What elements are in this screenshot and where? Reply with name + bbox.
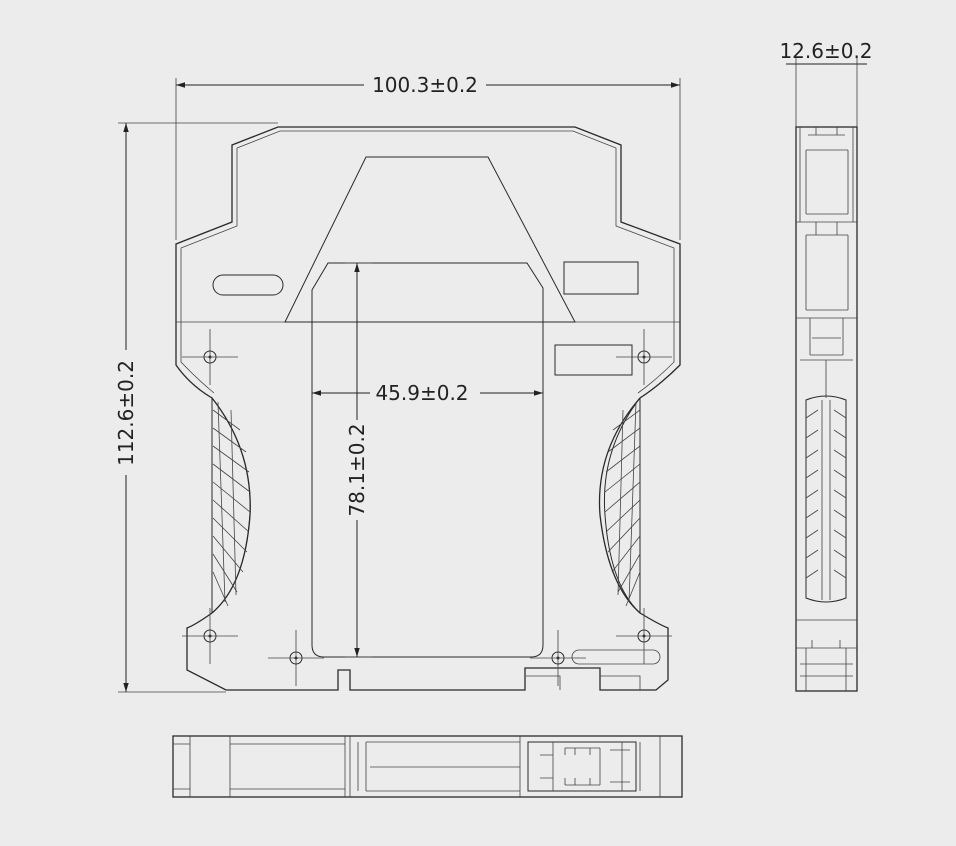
front-slot-left [212, 274, 284, 296]
overall-height-label: 112.6±0.2 [114, 360, 138, 466]
side-grip [805, 395, 847, 603]
front-label-rect-bottom [554, 344, 633, 376]
front-inner-outline [180, 130, 675, 394]
left-grip-hatch [211, 396, 251, 615]
bottom-clip [527, 741, 637, 792]
front-din-clip [526, 675, 641, 690]
dim-window-height: 78.1±0.2 [345, 262, 372, 658]
dim-side-thickness: 12.6±0.2 [779, 39, 873, 128]
bottom-view [172, 735, 683, 798]
window-height-label: 78.1±0.2 [345, 423, 369, 516]
side-connector [796, 317, 857, 398]
overall-width-label: 100.3±0.2 [372, 73, 478, 97]
bottom-clip-detail [357, 736, 661, 797]
front-trapezoid-cutout [284, 156, 576, 323]
side-grip-teeth [805, 400, 847, 600]
dim-window-width: 45.9±0.2 [312, 381, 543, 405]
front-bottom-slot [571, 649, 661, 665]
front-label-rect-top [563, 261, 639, 295]
side-outline [795, 126, 858, 692]
bottom-outline [172, 735, 683, 798]
dim-overall-width: 100.3±0.2 [175, 73, 681, 240]
side-thickness-label: 12.6±0.2 [779, 39, 872, 63]
front-inner-window [311, 262, 544, 658]
right-grip-hatch [603, 396, 641, 615]
dim-overall-height: 112.6±0.2 [114, 122, 278, 693]
front-outline [175, 126, 681, 691]
bottom-channel [365, 736, 521, 797]
bottom-left-block [173, 736, 351, 797]
front-view: 100.3±0.2 112.6±0.2 45.9±0.2 78.1±0.2 [114, 73, 681, 693]
mounting-holes [182, 329, 672, 686]
side-base [796, 619, 857, 691]
side-top-block [796, 127, 857, 311]
side-view: 12.6±0.2 [779, 39, 873, 692]
window-width-label: 45.9±0.2 [375, 381, 468, 405]
